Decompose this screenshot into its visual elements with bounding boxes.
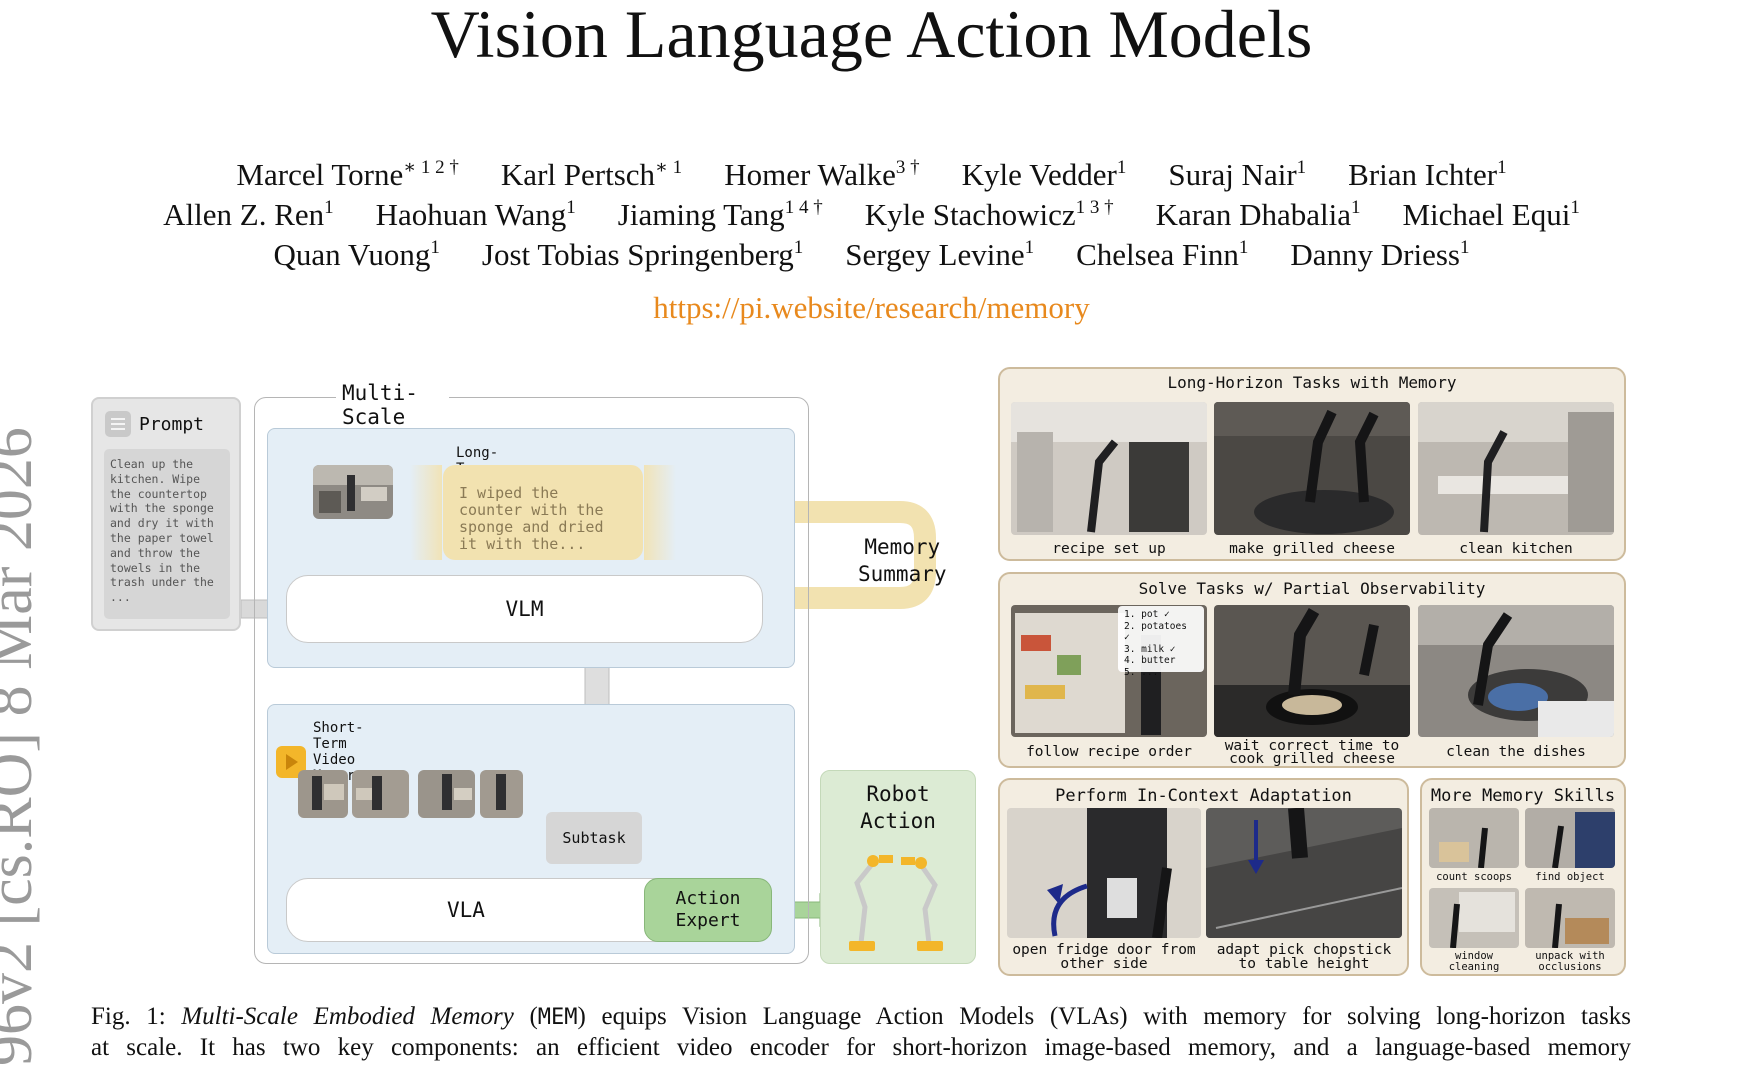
caption-chopstick-1: adapt pick chopstick [1216, 942, 1392, 958]
author-row-1: Marcel Torne∗ 1 2 † Karl Pertsch∗ 1 Homer … [0, 155, 1743, 195]
author-name: Quan Vuong1 [273, 237, 440, 272]
memory-frame [254, 397, 809, 964]
author-name: Suraj Nair1 [1168, 157, 1307, 192]
partial-observability-title: Solve Tasks w/ Partial Observability [1138, 579, 1486, 598]
author-name: Danny Driess1 [1290, 237, 1470, 272]
subtask-block: Subtask [546, 812, 642, 864]
video-frame-2 [352, 770, 409, 818]
video-frame-1 [298, 770, 348, 818]
dishes-photo [1418, 605, 1614, 737]
author-name: Marcel Torne∗ 1 2 † [236, 157, 459, 192]
memory-fade-right [644, 465, 676, 560]
caption-mem: MEM [537, 1005, 578, 1030]
memory-fade-left [410, 465, 442, 560]
video-frame-4 [480, 770, 523, 818]
author-name: Kyle Vedder1 [961, 157, 1127, 192]
caption-follow-recipe: follow recipe order [1026, 744, 1192, 760]
window-cleaning-photo [1429, 888, 1519, 948]
memory-text-bubble: I wiped the counter with the sponge and … [443, 465, 643, 560]
long-horizon-title: Long-Horizon Tasks with Memory [1167, 373, 1457, 392]
caption-clean-kitchen: clean kitchen [1459, 541, 1573, 557]
recipe-setup-photo [1011, 402, 1207, 535]
caption-line1: ) equips Vision Language Action Models (… [577, 1003, 1632, 1030]
caption-wait-time-1: wait correct time to [1224, 738, 1400, 754]
author-name: Kyle Stachowicz1 3 † [864, 197, 1114, 232]
caption-window-1: window [1455, 950, 1493, 962]
author-name: Karan Dhabalia1 [1155, 197, 1361, 232]
prompt-label: Prompt [139, 413, 205, 435]
caption-find-object: find object [1535, 871, 1605, 883]
author-name: Karl Pertsch∗ 1 [500, 157, 683, 192]
caption-unpack-2: occlusions [1538, 961, 1602, 973]
paper-title: Vision Language Action Models [430, 0, 1313, 72]
author-name: Jost Tobias Springenberg1 [481, 237, 804, 272]
video-frame-3 [418, 770, 475, 818]
count-scoops-photo [1429, 808, 1519, 868]
figure-caption: Fig. 1: Multi-Scale Embodied Memory (MEM… [91, 1003, 1632, 1061]
author-name: Brian Ichter1 [1348, 157, 1507, 192]
vlm-block: VLM [286, 575, 763, 643]
caption-count-scoops: count scoops [1436, 871, 1512, 883]
recipe-checklist: 1. pot ✓ 2. potatoes ✓ 3. milk ✓ 4. butt… [1118, 606, 1204, 678]
caption-italic: Multi-Scale Embodied Memory [181, 1003, 514, 1030]
unpack-photo [1525, 888, 1615, 948]
author-name: Chelsea Finn1 [1076, 237, 1249, 272]
clean-kitchen-photo [1418, 402, 1614, 535]
memory-summary-label: Memory Summary [858, 535, 947, 586]
caption-window-2: cleaning [1448, 961, 1500, 973]
caption-wait-time-2: cook grilled cheese [1229, 751, 1395, 767]
caption-grilled-cheese: make grilled cheese [1229, 541, 1395, 557]
caption-clean-dishes: clean the dishes [1446, 744, 1586, 760]
author-name: Homer Walke3 † [724, 157, 920, 192]
author-name: Haohuan Wang1 [375, 197, 576, 232]
author-row-2: Allen Z. Ren1 Haohuan Wang1 Jiaming Tang1 … [0, 195, 1743, 235]
ltm-kitchen-image [313, 465, 393, 519]
robot-arms-icon [849, 855, 943, 951]
more-skills-title: More Memory Skills [1430, 786, 1616, 806]
caption-unpack-1: unpack with [1535, 950, 1605, 962]
in-context-title: Perform In-Context Adaptation [1055, 786, 1352, 806]
fridge-door-photo [1007, 808, 1201, 938]
author-name: Sergey Levine1 [845, 237, 1035, 272]
grilled-cheese-photo [1214, 402, 1410, 535]
find-object-photo [1525, 808, 1615, 868]
prompt-text: Clean up the kitchen. Wipe the counterto… [104, 449, 230, 619]
caption-chopstick-2: to table height [1238, 956, 1370, 972]
author-name: Jiaming Tang1 4 † [617, 197, 823, 232]
author-name: Michael Equi1 [1402, 197, 1580, 232]
caption-recipe-setup: recipe set up [1052, 541, 1166, 557]
memory-summary-loop [690, 501, 936, 609]
caption-line2: at scale. It has two key components: an … [91, 1034, 1631, 1061]
document-icon [105, 411, 131, 437]
author-name: Allen Z. Ren1 [163, 197, 334, 232]
author-row-3: Quan Vuong1 Jost Tobias Springenberg1 Serg… [0, 235, 1743, 275]
caption-fridge-door-2: other side [1060, 956, 1148, 972]
project-url[interactable]: https://pi.website/research/memory [653, 290, 1090, 325]
caption-fridge-door-1: open fridge door from [1012, 942, 1196, 958]
fig-label: Fig. 1: [91, 1003, 166, 1030]
prompt-card: Prompt Clean up the kitchen. Wipe the co… [91, 397, 241, 631]
chopstick-photo [1206, 808, 1402, 938]
stove-photo [1214, 605, 1410, 737]
